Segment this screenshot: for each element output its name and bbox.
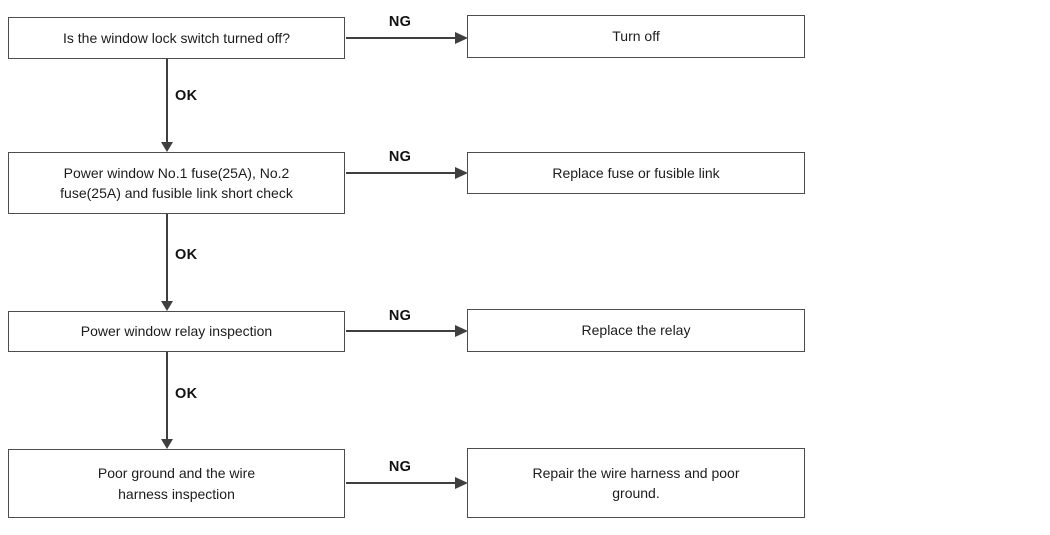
ok-label-1: OK [175, 88, 198, 104]
ok-connector-line-1 [166, 59, 168, 143]
ng-arrow-line-3 [346, 330, 457, 332]
ok-label-2: OK [175, 247, 198, 263]
action-box-replace-fuse: Replace fuse or fusible link [467, 152, 805, 194]
check-box-fuse-short-check: Power window No.1 fuse(25A), No.2 fuse(2… [8, 152, 345, 214]
arrow-right-icon [455, 167, 468, 179]
ok-connector-line-2 [166, 214, 168, 301]
arrow-right-icon [455, 32, 468, 44]
ng-arrow-line-2 [346, 172, 457, 174]
action-box-replace-relay: Replace the relay [467, 309, 805, 352]
ng-label-2: NG [388, 149, 412, 165]
action-box-turn-off: Turn off [467, 15, 805, 58]
check-box-relay-inspection: Power window relay inspection [8, 311, 345, 352]
ok-label-3: OK [175, 386, 198, 402]
ng-arrow-line-4 [346, 482, 457, 484]
arrow-down-icon [161, 301, 173, 311]
ng-label-1: NG [388, 14, 412, 30]
arrow-right-icon [455, 325, 468, 337]
ng-arrow-line-1 [346, 37, 457, 39]
check-box-window-lock-switch: Is the window lock switch turned off? [8, 17, 345, 59]
action-box-repair-harness: Repair the wire harness and poor ground. [467, 448, 805, 518]
check-box-ground-harness-inspection: Poor ground and the wire harness inspect… [8, 449, 345, 518]
arrow-down-icon [161, 439, 173, 449]
ok-connector-line-3 [166, 352, 168, 440]
arrow-right-icon [455, 477, 468, 489]
ng-label-3: NG [388, 308, 412, 324]
arrow-down-icon [161, 142, 173, 152]
ng-label-4: NG [388, 459, 412, 475]
